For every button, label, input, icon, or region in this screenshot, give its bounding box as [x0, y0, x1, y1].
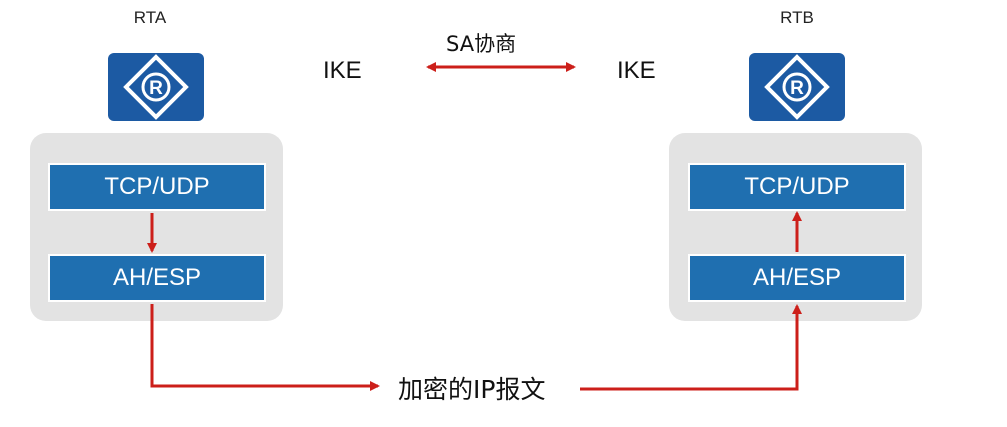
rtb-incoming-arrow	[580, 304, 802, 391]
svg-text:R: R	[790, 78, 804, 99]
router-icon: R	[749, 53, 845, 121]
rtb-ah-esp-layer: AH/ESP	[688, 254, 906, 302]
rta-ah-esp-layer: AH/ESP	[48, 254, 266, 302]
rtb-ike-label: IKE	[617, 57, 656, 84]
sa-negotiation-label: SA协商	[446, 32, 517, 56]
rtb-label: RTB	[780, 8, 814, 27]
rta-outgoing-arrow	[150, 304, 380, 391]
rtb-tcp-udp-layer: TCP/UDP	[688, 163, 906, 211]
rta-ike-label: IKE	[323, 57, 362, 84]
svg-text:R: R	[149, 78, 163, 99]
encrypted-packet-label: 加密的IP报文	[398, 375, 546, 404]
rta-tcp-udp-layer: TCP/UDP	[48, 163, 266, 211]
router-icon: R	[108, 53, 204, 121]
rta-label: RTA	[133, 8, 167, 27]
